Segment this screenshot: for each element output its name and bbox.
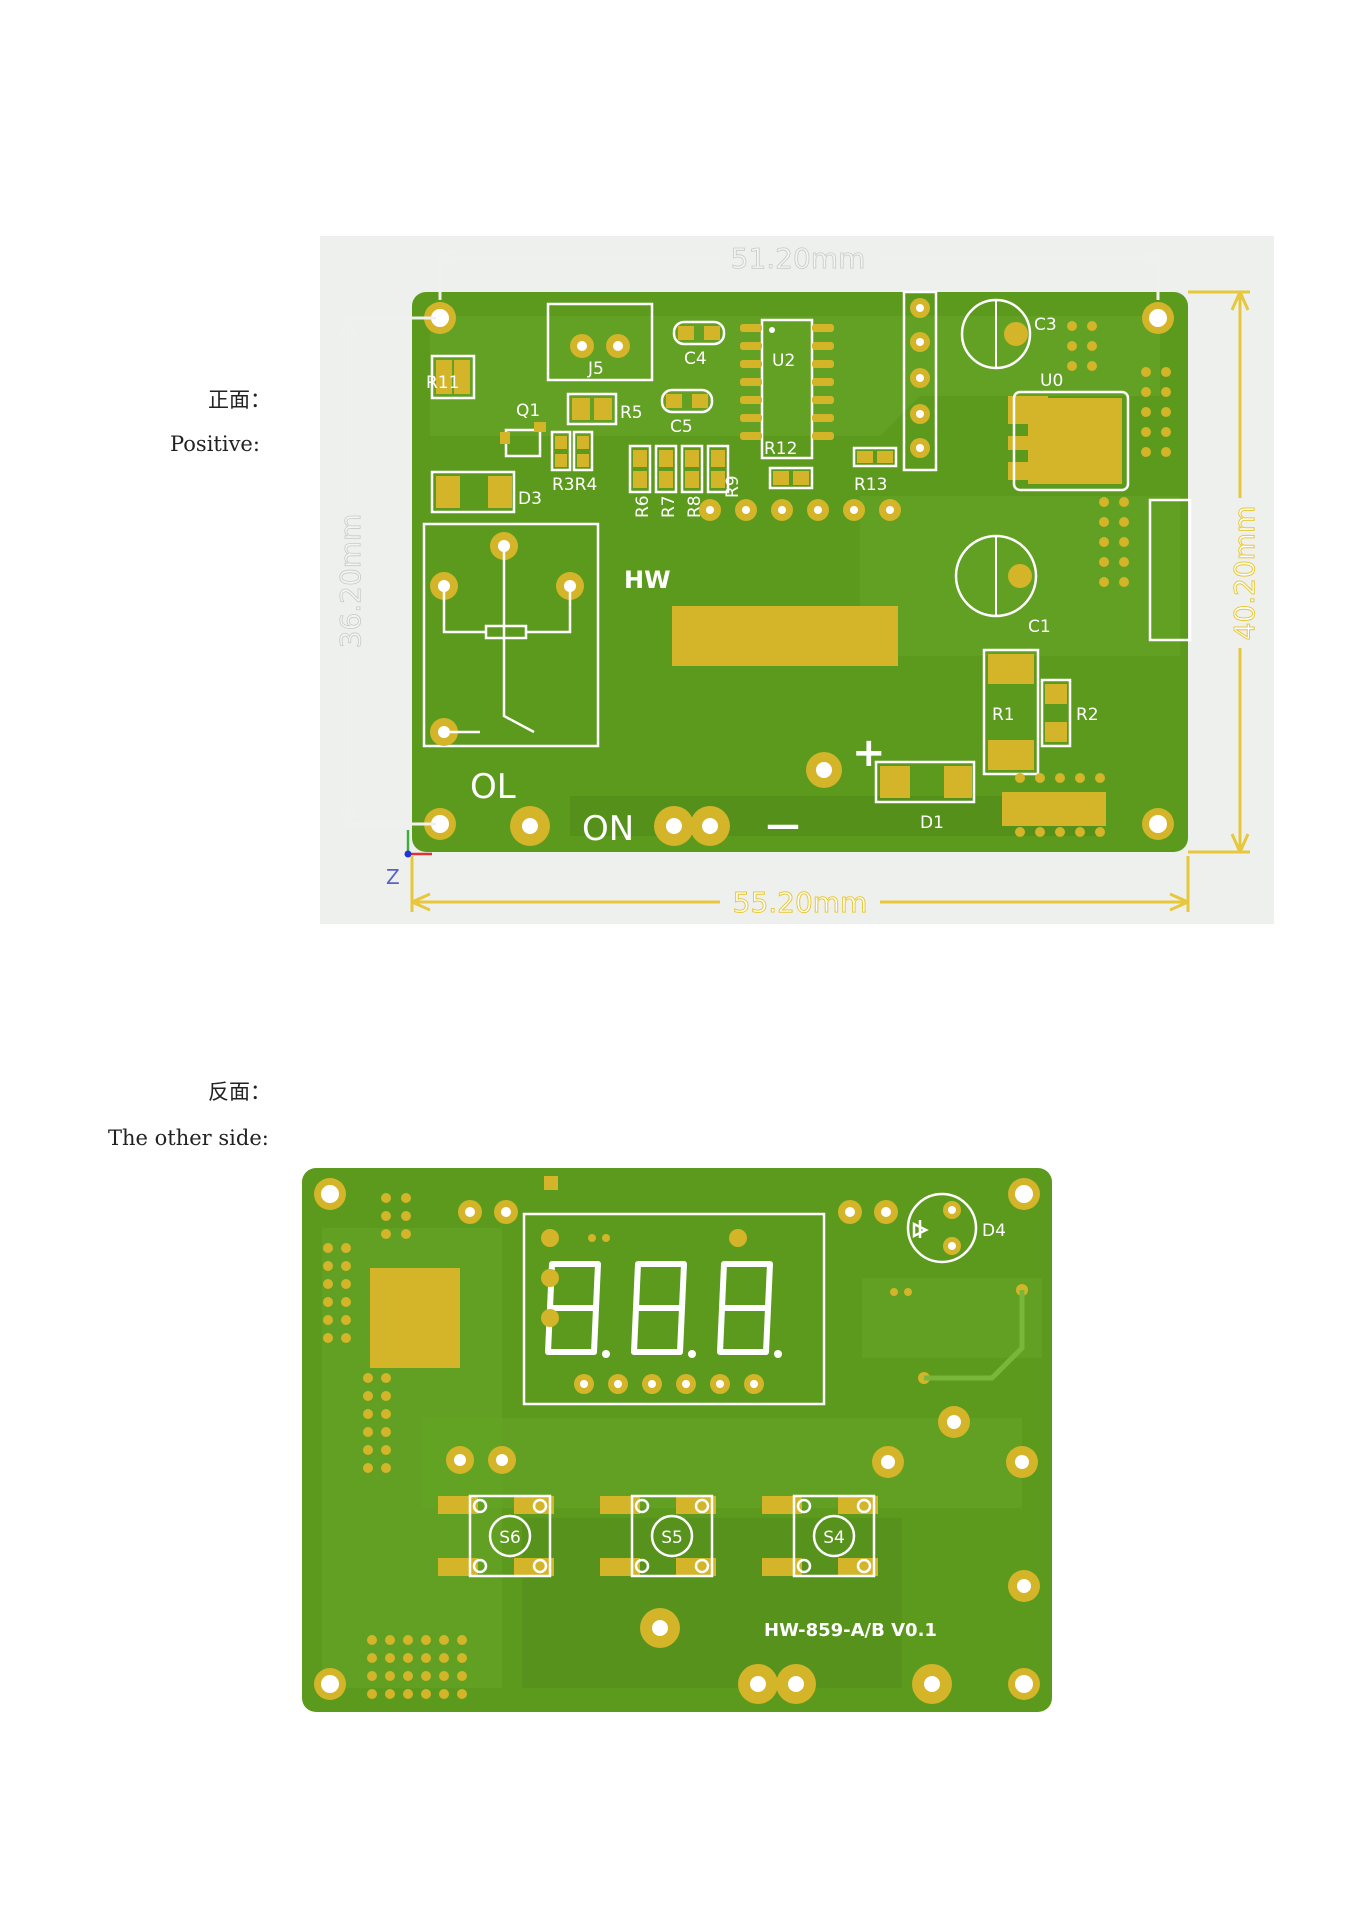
label-R7: R7 xyxy=(659,495,679,518)
label-R11: R11 xyxy=(426,373,459,393)
back-pcb-figure: D4 S6 xyxy=(302,1168,1052,1712)
front-pcb-figure: R11 Q1 D3 J5 R5 R3R4 C4 C5 R6 R7 R8 R9 xyxy=(320,236,1274,924)
dim-bottom: 55.20mm xyxy=(733,886,868,919)
label-J5: J5 xyxy=(587,359,604,379)
label-R2: R2 xyxy=(1076,705,1099,725)
front-caption-zh: 正面： xyxy=(208,388,271,412)
label-R6: R6 xyxy=(633,495,653,518)
label-C5: C5 xyxy=(670,417,693,437)
dim-right: 40.20mm xyxy=(1228,506,1261,641)
label-minus: — xyxy=(766,805,800,845)
label-C4: C4 xyxy=(684,349,707,369)
label-S6: S6 xyxy=(499,1528,521,1548)
dim-top: 51.20mm xyxy=(731,242,866,275)
label-ON: ON xyxy=(582,809,634,849)
label-R12: R12 xyxy=(764,439,797,459)
label-S5: S5 xyxy=(661,1528,683,1548)
front-pcb-svg: R11 Q1 D3 J5 R5 R3R4 C4 C5 R6 R7 R8 R9 xyxy=(320,236,1274,924)
label-S4: S4 xyxy=(823,1528,845,1548)
back-caption-en: The other side: xyxy=(108,1126,269,1150)
back-caption-zh: 反面： xyxy=(208,1080,271,1104)
label-C1: C1 xyxy=(1028,617,1051,637)
board-id-label: HW-859-A/B V0.1 xyxy=(764,1620,937,1641)
label-D1: D1 xyxy=(920,813,944,833)
dim-left: 36.20mm xyxy=(334,514,367,649)
label-U0: U0 xyxy=(1040,371,1063,391)
label-R5: R5 xyxy=(620,403,643,423)
label-HW: HW xyxy=(624,566,671,594)
label-D3: D3 xyxy=(518,489,542,509)
label-R9: R9 xyxy=(723,475,743,498)
label-R13: R13 xyxy=(854,475,887,495)
label-D4: D4 xyxy=(982,1221,1006,1241)
label-R1: R1 xyxy=(992,705,1015,725)
label-C3: C3 xyxy=(1034,315,1057,335)
front-caption-en: Positive: xyxy=(170,432,260,456)
label-Q1: Q1 xyxy=(516,401,540,421)
label-R3R4: R3R4 xyxy=(552,475,597,495)
back-pcb-svg: D4 S6 xyxy=(302,1168,1052,1712)
label-U2: U2 xyxy=(772,351,795,371)
label-plus: + xyxy=(852,730,886,776)
label-OL: OL xyxy=(470,767,516,807)
axis-z-label: Z xyxy=(386,865,400,889)
